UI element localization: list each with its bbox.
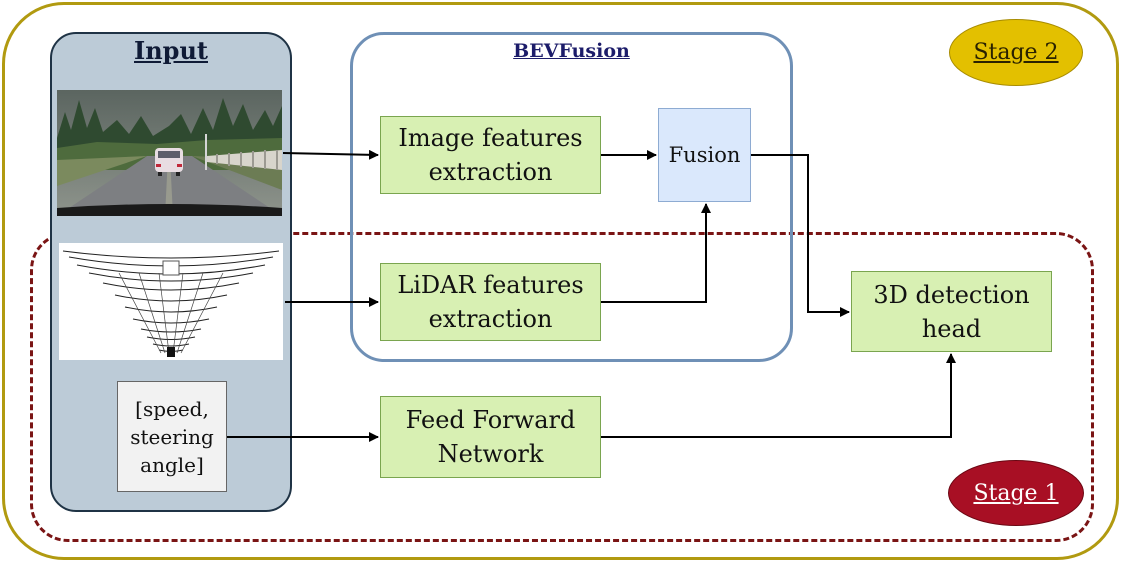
stage-1-badge: Stage 1 xyxy=(948,460,1084,526)
lidar-image xyxy=(59,243,283,360)
input-title: Input xyxy=(134,36,208,65)
fusion-box: Fusion xyxy=(658,108,751,202)
arrow-camera-to-image-features xyxy=(282,149,379,160)
stage-1-label: Stage 1 xyxy=(973,480,1059,506)
camera-image xyxy=(57,90,282,216)
image-features-box: Image features extraction xyxy=(380,116,601,194)
arrow-ffn-to-detection-head xyxy=(601,353,956,438)
lidar-features-box: LiDAR features extraction xyxy=(380,263,601,341)
feed-forward-network-box: Feed Forward Network xyxy=(380,396,601,478)
detection-head-box: 3D detection head xyxy=(851,271,1052,352)
ffn-line-2: Network xyxy=(437,440,544,468)
ego-state-line-3: angle] xyxy=(140,452,204,477)
fusion-label: Fusion xyxy=(668,143,741,167)
bevfusion-frame xyxy=(350,32,793,362)
arrow-lidar-features-to-fusion xyxy=(601,203,711,303)
ffn-line-1: Feed Forward xyxy=(405,406,576,434)
arrow-fusion-to-detection-head xyxy=(751,154,850,317)
stage-2-label: Stage 2 xyxy=(973,40,1059,65)
image-features-line-2: extraction xyxy=(428,158,553,186)
detection-head-line-2: head xyxy=(921,314,982,343)
stage-1-frame xyxy=(30,232,1094,542)
ego-state-box: [speed, steering angle] xyxy=(117,381,227,492)
lidar-features-line-1: LiDAR features xyxy=(397,271,584,299)
ego-state-line-1: [speed, xyxy=(135,396,209,421)
detection-head-line-1: 3D detection xyxy=(873,280,1030,309)
image-features-line-1: Image features xyxy=(398,124,583,152)
ego-state-line-2: steering xyxy=(130,424,214,449)
stage-2-badge: Stage 2 xyxy=(949,19,1083,86)
bevfusion-title: BEVFusion xyxy=(513,40,630,62)
lidar-features-line-2: extraction xyxy=(428,305,553,333)
